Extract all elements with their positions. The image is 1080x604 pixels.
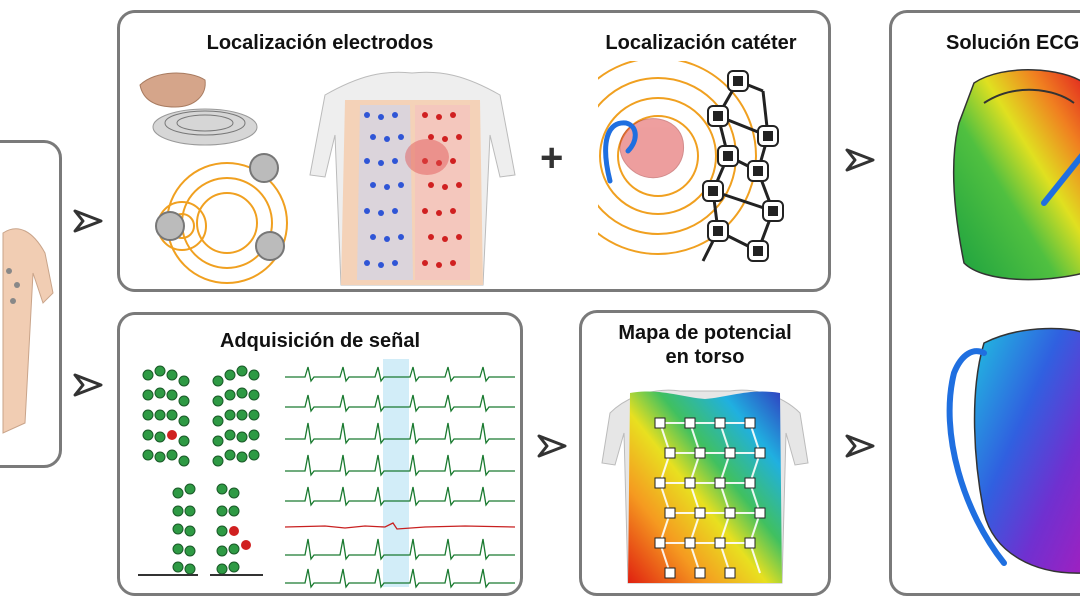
torso-electrode-grid	[309, 71, 516, 286]
torso-potential-map	[601, 389, 809, 584]
catheter-network-icon	[598, 61, 784, 262]
title-potential-map-line2: en torso	[665, 346, 745, 368]
panel-signal-acquisition: Adquisición de señal	[117, 312, 523, 596]
panel-ecgi-solution: Solución ECG	[889, 10, 1080, 596]
panel-patient	[0, 140, 62, 468]
title-ecgi-solution: Solución ECG	[946, 32, 1080, 54]
panel-localization: Localización electrodos Localización cat…	[117, 10, 831, 292]
arrow-right-icon	[845, 434, 875, 458]
plus-icon: +	[540, 136, 564, 180]
heart-map-bottom	[946, 327, 1080, 574]
title-potential-map-line1: Mapa de potencial	[618, 322, 792, 344]
title-catheter-localization: Localización catéter	[605, 32, 797, 54]
electrode-layout-icon	[138, 365, 263, 576]
ecg-traces	[285, 359, 515, 589]
title-electrode-localization: Localización electrodos	[206, 32, 434, 54]
electrode-rings-icon	[155, 153, 288, 284]
hand-electrode-icon	[139, 72, 258, 146]
title-signal-acquisition: Adquisición de señal	[219, 330, 421, 352]
heart-map-top	[952, 69, 1080, 281]
arrow-right-icon	[537, 434, 567, 458]
arrow-right-icon	[73, 373, 103, 397]
arrow-right-icon	[73, 209, 103, 233]
arrow-right-icon	[845, 148, 875, 172]
patient-torso-icon	[2, 228, 54, 434]
panel-potential-map: Mapa de potencial en torso	[579, 310, 831, 596]
